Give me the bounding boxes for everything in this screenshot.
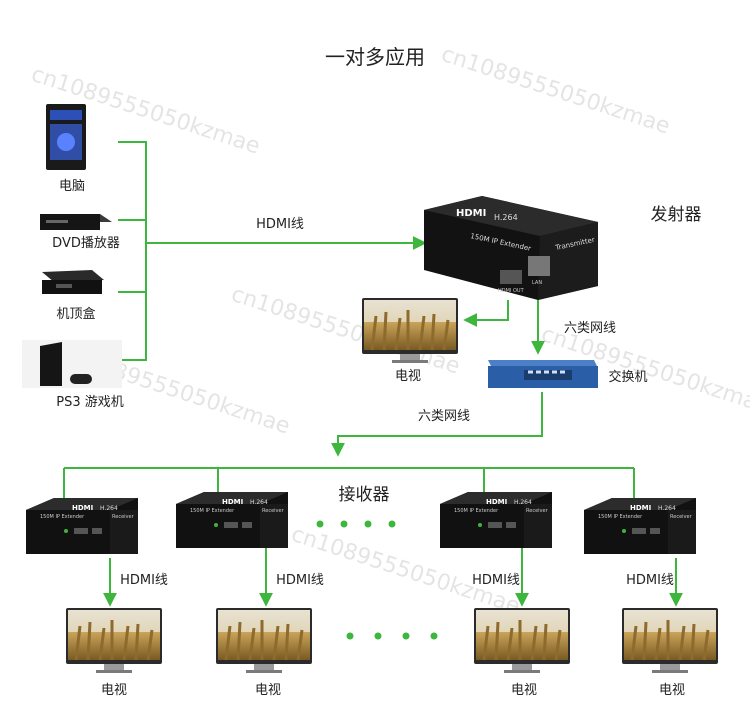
connection-lines [63, 141, 683, 607]
dvd-label: DVD播放器 [52, 236, 120, 251]
rx-tv-label: 电视 [255, 683, 281, 698]
tv-icon [620, 606, 720, 675]
tv-icon [360, 296, 460, 365]
tv-icon [472, 606, 572, 675]
receiver-3: HDMI H.264 150M IP Extender Receiver [440, 492, 552, 548]
stb-label: 机顶盒 [56, 306, 95, 322]
source-pc: 电脑 [46, 104, 86, 194]
rx-role: Receiver [112, 514, 135, 520]
local-tv-line [463, 300, 509, 327]
rx-model: 150M IP Extender [190, 508, 235, 514]
rx-codec: H.264 [100, 505, 118, 512]
tx-port-hdmi: HDMI OUT [498, 288, 525, 294]
source-stb: 机顶盒 [42, 270, 104, 322]
rx-brand: HDMI [486, 498, 507, 506]
rx-role: Receiver [262, 508, 285, 514]
hdmi-input-label: HDMI线 [256, 217, 304, 232]
rx-model: 150M IP Extender [454, 508, 499, 514]
rx-role: Receiver [526, 508, 549, 514]
rx-brand: HDMI [222, 498, 243, 506]
switch-icon [488, 360, 598, 388]
rx-hdmi-label-2: HDMI线 [276, 573, 324, 588]
pc-label: 电脑 [59, 179, 85, 194]
receiver-1: HDMI H.264 150M IP Extender Receiver [26, 498, 138, 554]
switch-label: 交换机 [608, 369, 647, 385]
rx-tv-label: 电视 [511, 683, 537, 698]
rx-codec: H.264 [250, 499, 268, 506]
source-dvd: DVD播放器 [40, 214, 120, 251]
receivers-label: 接收器 [339, 485, 390, 505]
tx-codec: H.264 [494, 213, 518, 222]
rx-tv-label: 电视 [659, 683, 685, 698]
rx-tv-4: 电视 [620, 606, 720, 698]
cat6-bottom-label: 六类网线 [418, 409, 470, 424]
transmitter-label: 发射器 [651, 205, 702, 225]
page-title: 一对多应用 [325, 45, 425, 69]
rx-tv-3: 电视 [472, 606, 572, 698]
receiver-4: HDMI H.264 150M IP Extender Receiver [584, 498, 696, 554]
source-ps3: PS3 游戏机 [22, 340, 124, 410]
local-tv: 电视 [360, 296, 460, 384]
more-receivers-ellipsis [316, 520, 438, 640]
local-tv-label: 电视 [395, 369, 421, 384]
set-top-box-icon [42, 270, 104, 294]
tx-brand: HDMI [456, 208, 486, 219]
watermark: cn1089555050kzmae [438, 42, 673, 140]
ps3-label: PS3 游戏机 [56, 395, 124, 410]
game-console-icon [22, 340, 122, 388]
network-switch: 交换机 [488, 360, 648, 388]
rx-hdmi-label-3: HDMI线 [472, 573, 520, 588]
rx-hdmi-label-1: HDMI线 [120, 573, 168, 588]
rx-tv-1: 电视 [64, 606, 164, 698]
rx-hdmi-label-4: HDMI线 [626, 573, 674, 588]
tx-port-lan: LAN [532, 280, 542, 286]
transmitter-device: HDMI H.264 150M IP Extender Transmitter … [424, 196, 598, 300]
dvd-player-icon [40, 214, 112, 230]
rx-tv-label: 电视 [101, 683, 127, 698]
rx-codec: H.264 [658, 505, 676, 512]
rx-tv-2: 电视 [214, 606, 314, 698]
computer-icon [46, 104, 86, 170]
source-bus-line [118, 141, 147, 361]
rx-codec: H.264 [514, 499, 532, 506]
rx-model: 150M IP Extender [40, 514, 85, 520]
cat6-top-label: 六类网线 [564, 321, 616, 336]
tv-icon [64, 606, 164, 675]
rx-role: Receiver [670, 514, 693, 520]
tv-icon [214, 606, 314, 675]
rx-brand: HDMI [72, 504, 93, 512]
rx-brand: HDMI [630, 504, 651, 512]
receiver-2: HDMI H.264 150M IP Extender Receiver [176, 492, 288, 548]
cat6-bottom-line [331, 392, 543, 457]
rx-model: 150M IP Extender [598, 514, 643, 520]
